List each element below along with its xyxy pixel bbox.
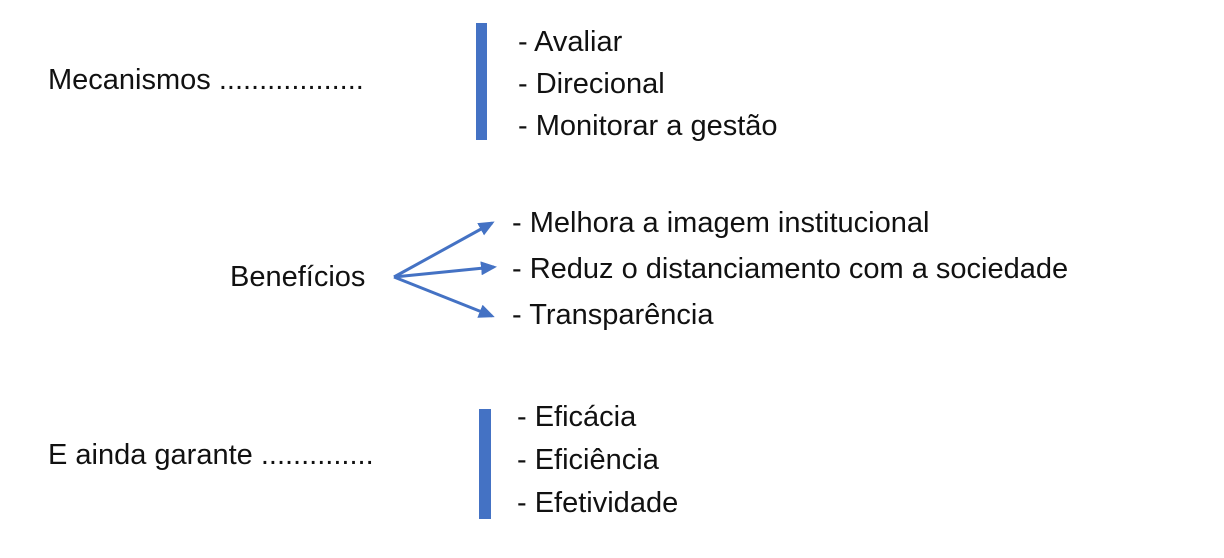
mecanismos-label: Mecanismos .................. (48, 64, 364, 96)
beneficios-arrows-icon (393, 221, 497, 318)
list-item: - Direcional (518, 68, 665, 100)
beneficios-list: - Melhora a imagem institucional - Reduz… (512, 200, 1068, 338)
mecanismos-list: - Avaliar - Direcional - Monitorar a ges… (518, 21, 778, 147)
e-ainda-garante-label: E ainda garante .............. (48, 439, 374, 471)
e-ainda-garante-list: - Eficácia - Eficiência - Efetividade (517, 396, 678, 525)
list-item: - Efetividade (517, 487, 679, 519)
e-ainda-garante-bracket-bar-icon (479, 409, 491, 519)
beneficios-label: Benefícios (230, 261, 366, 293)
list-item: - Transparência (512, 299, 714, 331)
arrow-line-bottom (393, 275, 495, 318)
list-item: - Melhora a imagem institucional (512, 207, 930, 239)
list-item: - Reduz o distanciamento com a sociedade (512, 253, 1069, 285)
arrow-line-top (393, 221, 495, 279)
mecanismos-bracket-bar-icon (476, 23, 487, 140)
list-item: - Monitorar a gestão (518, 110, 778, 142)
arrow-line-middle (393, 261, 497, 279)
list-item: - Eficácia (517, 401, 637, 433)
list-item: - Avaliar (518, 26, 623, 58)
list-item: - Eficiência (517, 444, 659, 476)
